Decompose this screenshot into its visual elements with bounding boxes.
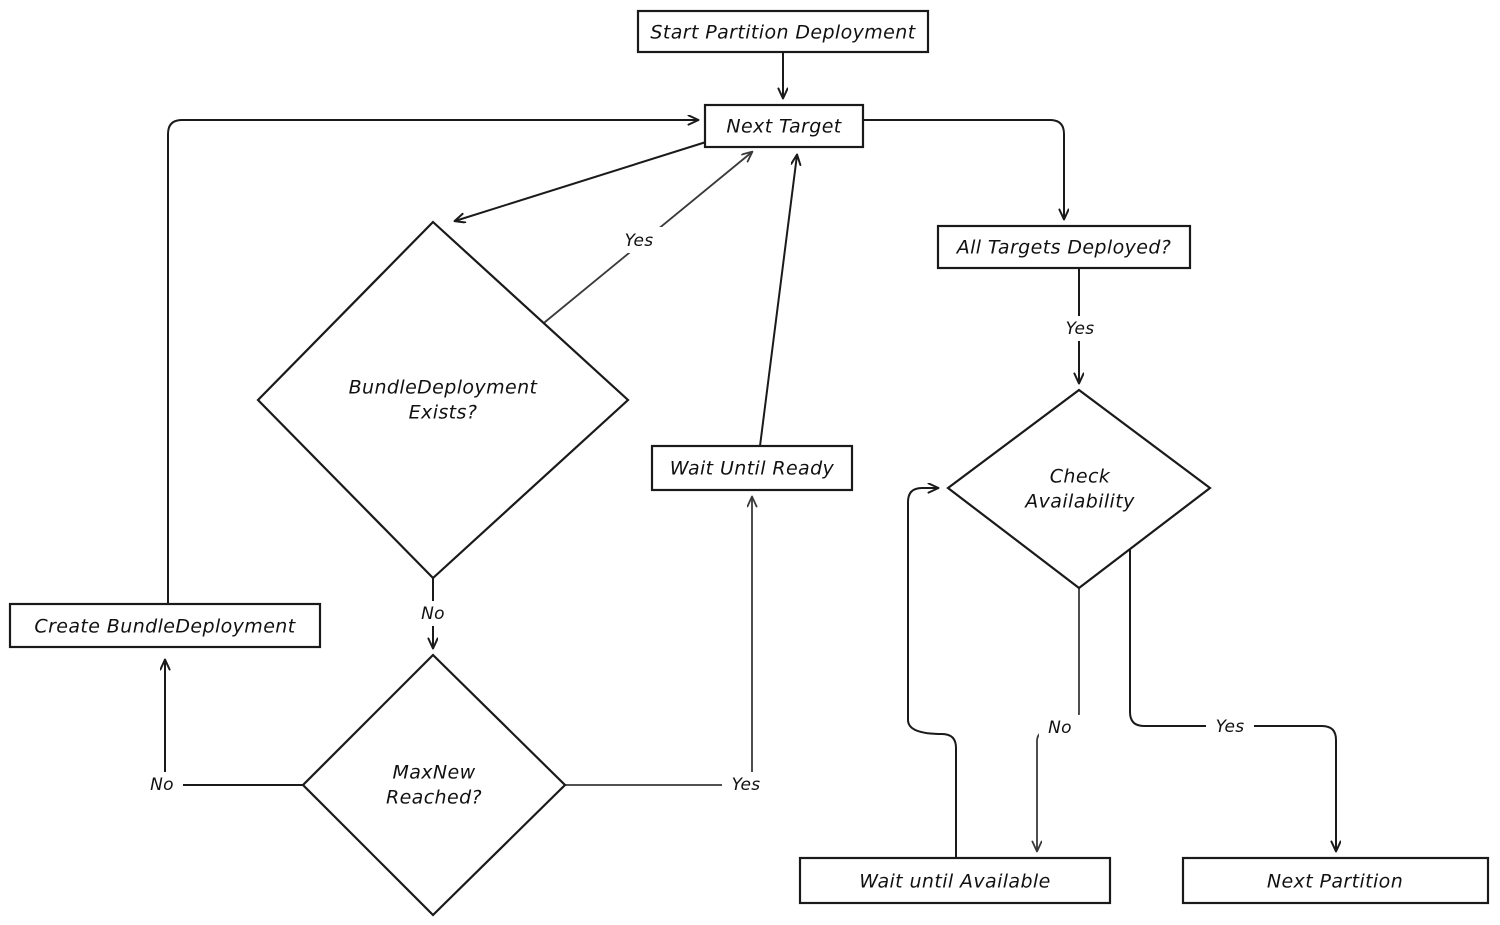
edge-maxnew-yes-to-wait-ready bbox=[564, 497, 752, 786]
node-label-check-avail-line2: Availability bbox=[1023, 491, 1135, 513]
edge-maxnew-no-to-create-bd bbox=[165, 660, 304, 786]
node-label-next-target: Next Target bbox=[726, 116, 842, 138]
svg-text:No: No bbox=[150, 775, 174, 795]
node-label-create-bd: Create BundleDeployment bbox=[34, 616, 296, 638]
svg-text:Yes: Yes bbox=[625, 231, 654, 251]
node-label-next-partition: Next Partition bbox=[1267, 871, 1403, 893]
node-label-check-avail-line1: Check bbox=[1050, 466, 1111, 488]
svg-text:Yes: Yes bbox=[732, 775, 761, 795]
edge-label-check-avail-yes: Yes bbox=[1206, 714, 1254, 739]
edge-label-bd-exists-yes: Yes bbox=[616, 227, 662, 253]
node-label-maxnew-line2: Reached? bbox=[386, 787, 482, 809]
edge-wait-avail-to-check-avail bbox=[907, 488, 957, 859]
svg-text:Yes: Yes bbox=[1066, 319, 1095, 339]
svg-text:No: No bbox=[1048, 718, 1072, 738]
node-check-availability[interactable]: Check Availability bbox=[946, 388, 1212, 590]
edge-label-all-deployed-yes: Yes bbox=[1056, 316, 1104, 341]
edge-label-bd-exists-no: No bbox=[412, 601, 454, 626]
node-wait-until-available[interactable]: Wait until Available bbox=[798, 856, 1112, 905]
node-bundledeployment-exists[interactable]: BundleDeployment Exists? bbox=[256, 220, 630, 580]
node-label-maxnew-line1: MaxNew bbox=[392, 762, 475, 784]
edge-next-target-to-all-deployed bbox=[862, 119, 1064, 219]
node-label-wait-ready: Wait Until Ready bbox=[670, 458, 835, 480]
node-next-partition[interactable]: Next Partition bbox=[1181, 856, 1490, 905]
edge-create-bd-to-next-target bbox=[167, 120, 698, 606]
node-start-partition-deployment[interactable]: Start Partition Deployment bbox=[636, 9, 930, 54]
node-maxnew-reached[interactable]: MaxNew Reached? bbox=[301, 653, 567, 917]
edge-label-maxnew-no: No bbox=[141, 772, 183, 797]
svg-text:Yes: Yes bbox=[1216, 717, 1245, 737]
node-label-bd-exists-line2: Exists? bbox=[409, 402, 478, 424]
edge-label-check-avail-no: No bbox=[1039, 715, 1081, 740]
node-next-target[interactable]: Next Target bbox=[703, 103, 865, 149]
svg-text:No: No bbox=[421, 604, 445, 624]
node-label-wait-avail: Wait until Available bbox=[859, 871, 1050, 893]
edge-next-target-to-bd-exists bbox=[455, 141, 707, 221]
edge-label-maxnew-yes: Yes bbox=[722, 772, 770, 797]
node-label-start: Start Partition Deployment bbox=[650, 22, 916, 44]
node-wait-until-ready[interactable]: Wait Until Ready bbox=[650, 444, 854, 492]
node-create-bundledeployment[interactable]: Create BundleDeployment bbox=[8, 602, 322, 649]
node-label-bd-exists-line1: BundleDeployment bbox=[349, 377, 539, 399]
node-label-all-deployed: All Targets Deployed? bbox=[955, 237, 1172, 259]
node-all-targets-deployed[interactable]: All Targets Deployed? bbox=[936, 224, 1192, 270]
edge-wait-ready-to-next-target bbox=[759, 155, 797, 447]
edge-check-avail-yes-to-next-part bbox=[1129, 539, 1336, 851]
